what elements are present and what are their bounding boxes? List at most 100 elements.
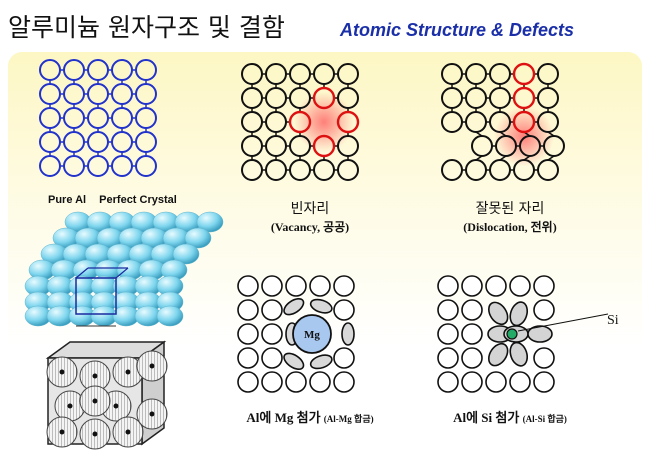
lattice-atom — [265, 111, 287, 133]
unit-cell-edge — [115, 267, 129, 279]
lattice-atom — [537, 111, 559, 133]
fcc-atom-center — [125, 429, 131, 435]
lattice-atom — [337, 87, 359, 109]
al-atom — [333, 275, 355, 297]
lattice-atom — [111, 83, 133, 105]
defect-atom — [288, 110, 312, 134]
al-atom — [261, 299, 283, 321]
lattice-atom — [135, 59, 157, 81]
perfect-crystal-lattice — [39, 59, 157, 177]
lattice-atom — [489, 111, 511, 133]
lattice-atom — [87, 107, 109, 129]
si-caption: Al에 Si 첨가 (Al-Si 합금) — [425, 407, 595, 426]
fcc-atom-center — [67, 403, 73, 409]
al-atom — [461, 347, 483, 369]
lattice-atom — [265, 135, 287, 157]
mg-atom-label: Mg — [304, 329, 320, 341]
lattice-atom — [537, 159, 559, 181]
al-atom — [509, 275, 531, 297]
distorted-al-atom — [309, 298, 333, 314]
lattice-atom — [337, 135, 359, 157]
unit-cell-outline — [75, 277, 117, 315]
perfect-crystal-text: Perfect Crystal — [99, 194, 177, 206]
lattice-atom — [337, 159, 359, 181]
lattice-atom — [87, 59, 109, 81]
al-atom — [461, 371, 483, 393]
lattice-atom — [241, 159, 263, 181]
al-atom — [533, 371, 555, 393]
lattice-atom — [63, 83, 85, 105]
lattice-atom — [537, 87, 559, 109]
al-atom — [333, 371, 355, 393]
al-atom — [285, 371, 307, 393]
al-atom — [509, 371, 531, 393]
al-atom — [309, 371, 331, 393]
fcc-atom-center — [92, 373, 98, 379]
al-atom — [237, 275, 259, 297]
distorted-al-atom — [341, 322, 355, 346]
page-title-korean: 알루미늄 원자구조 및 결함 — [8, 13, 285, 42]
lattice-atom — [241, 135, 263, 157]
al-atom — [309, 275, 331, 297]
lattice-atom — [289, 63, 311, 85]
lattice-atom — [289, 135, 311, 157]
si-caption-main: Al에 Si 첨가 — [453, 410, 520, 425]
compressed-al-atom — [509, 301, 529, 327]
al-atom — [485, 275, 507, 297]
lattice-atom — [465, 111, 487, 133]
al-atom — [261, 323, 283, 345]
defect-atom — [512, 62, 536, 86]
al-atom — [461, 323, 483, 345]
al-atom — [237, 323, 259, 345]
lattice-atom — [135, 83, 157, 105]
distorted-al-atom — [283, 352, 305, 371]
lattice-atom — [537, 63, 559, 85]
al-atom — [237, 299, 259, 321]
lattice-atom — [265, 87, 287, 109]
lattice-atom — [135, 107, 157, 129]
lattice-atom — [135, 155, 157, 177]
defect-glow — [294, 92, 354, 152]
lattice-atom — [111, 131, 133, 153]
dislocation-lattice — [441, 62, 565, 181]
lattice-atom — [111, 155, 133, 177]
al-atom — [237, 371, 259, 393]
vacancy-caption: 빈자리 — [290, 201, 330, 217]
al-atom — [437, 371, 459, 393]
lattice-atom — [135, 131, 157, 153]
fcc-unit-cell — [45, 340, 168, 450]
fcc-atom-center — [59, 429, 65, 435]
al-atom — [461, 299, 483, 321]
lattice-atom — [471, 135, 493, 157]
defect-atom — [336, 110, 360, 134]
lattice-atom — [337, 63, 359, 85]
lattice-atom — [63, 107, 85, 129]
fcc-atom-center — [92, 398, 98, 404]
fcc-atom-center — [149, 363, 155, 369]
fcc-atom-center — [92, 431, 98, 437]
page-title-english: Atomic Structure & Defects — [340, 20, 575, 40]
mg-caption-main: Al에 Mg 첨가 — [246, 410, 321, 425]
lattice-atom — [441, 159, 463, 181]
vacancy-subcaption: (Vacancy, 공공) — [270, 220, 350, 234]
mg-caption: Al에 Mg 첨가 (Al-Mg 합금) — [225, 407, 395, 426]
compressed-al-atom — [488, 301, 509, 326]
lattice-atom — [241, 63, 263, 85]
al-atom — [461, 275, 483, 297]
compressed-al-atom — [527, 325, 553, 343]
si-atom-label: Si — [607, 313, 619, 328]
fcc-atom-center — [149, 411, 155, 417]
al-atom — [533, 275, 555, 297]
si-substitution-lattice — [437, 275, 609, 393]
lattice-atom — [39, 107, 61, 129]
lattice-atom — [39, 155, 61, 177]
defect-atom — [312, 86, 336, 110]
defect-atom — [512, 110, 536, 134]
si-atom — [506, 328, 518, 340]
al-atom — [333, 347, 355, 369]
al-atom — [237, 347, 259, 369]
si-pointer-line — [517, 313, 609, 332]
lattice-atom — [313, 63, 335, 85]
lattice-atom — [289, 159, 311, 181]
lattice-atom — [241, 87, 263, 109]
